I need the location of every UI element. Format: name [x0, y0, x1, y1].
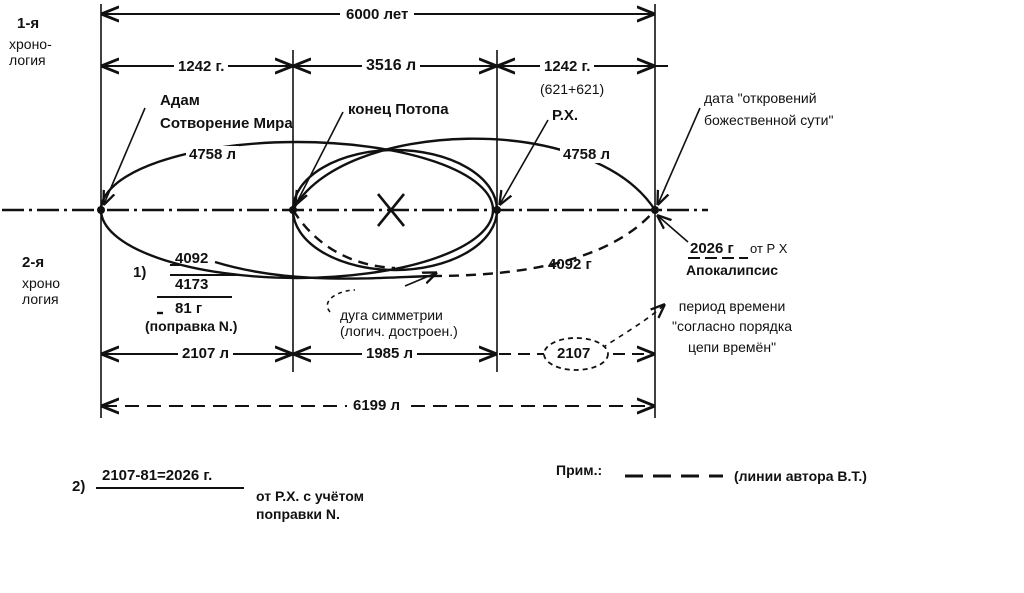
calc-1-b: 4173: [175, 276, 209, 293]
seg-top-2-label: 3516 л: [362, 57, 421, 76]
total-bottom-label: 6199 л: [347, 397, 407, 415]
calc-1-a: 4092: [175, 250, 209, 267]
seg-bottom-1-label: 2107 л: [178, 345, 234, 363]
calc-1-index: 1): [133, 264, 147, 281]
symmetry-arc-label: дуга симметрии (логич. достроен.): [340, 307, 458, 340]
year-2026-label: 2026 г: [690, 240, 734, 257]
chronology-2-label: 2-я: [22, 254, 45, 271]
seg-top-1-label: 1242 г.: [174, 58, 229, 76]
arc-symmetry-dashed: [291, 209, 396, 270]
calc-2-index: 2): [72, 478, 86, 495]
arc-lower-solid: [214, 260, 433, 280]
calc-1-note: (поправка N.): [145, 318, 238, 334]
calc-2-formula: 2107-81=2026 г.: [102, 467, 213, 484]
arc-lower-right-dashed: [431, 209, 656, 278]
from-rx-label: от Р Х: [750, 241, 788, 256]
chronology-1-desc: хроно- логия: [9, 36, 52, 69]
time-period-label: период времени "согласно порядка цепи вр…: [672, 298, 793, 355]
arc-left-label: 4758 л: [186, 146, 240, 164]
adam-label: Адам: [160, 92, 200, 109]
seg-top-3-sub: (621+621): [540, 81, 605, 97]
circled-2107: [543, 337, 609, 371]
pointer-arrows: [104, 107, 701, 349]
seg-bottom-2-label: 1985 л: [362, 345, 418, 363]
chronology-2-desc: хроно логия: [22, 275, 61, 308]
arc-upper-right: [291, 137, 657, 211]
note-label: Прим.:: [556, 462, 603, 478]
cross-mark: [376, 193, 406, 227]
arc-lower-label: 4092 г: [548, 256, 592, 273]
arc-right-label: 4758 л: [560, 146, 614, 164]
note-text: (линии автора В.Т.): [734, 468, 867, 484]
calc-1-result: 81 г: [175, 300, 203, 317]
flood-end-label: конец Потопа: [348, 101, 449, 118]
apocalypse-label: Апокалипсис: [686, 262, 779, 278]
total-top-label: 6000 лет: [340, 6, 415, 24]
chronology-1-label: 1-я: [17, 15, 40, 32]
creation-label: Сотворение Мира: [160, 115, 293, 132]
calc-2-note: от Р.Х. с учётом поправки N.: [256, 488, 364, 523]
seg-top-3-label: 1242 г.: [540, 58, 595, 76]
date-revelation-label: дата "откровений божественной сути": [704, 90, 834, 129]
seg-bottom-3-label: 2107: [557, 345, 591, 362]
rx-label: Р.Х.: [552, 107, 579, 124]
